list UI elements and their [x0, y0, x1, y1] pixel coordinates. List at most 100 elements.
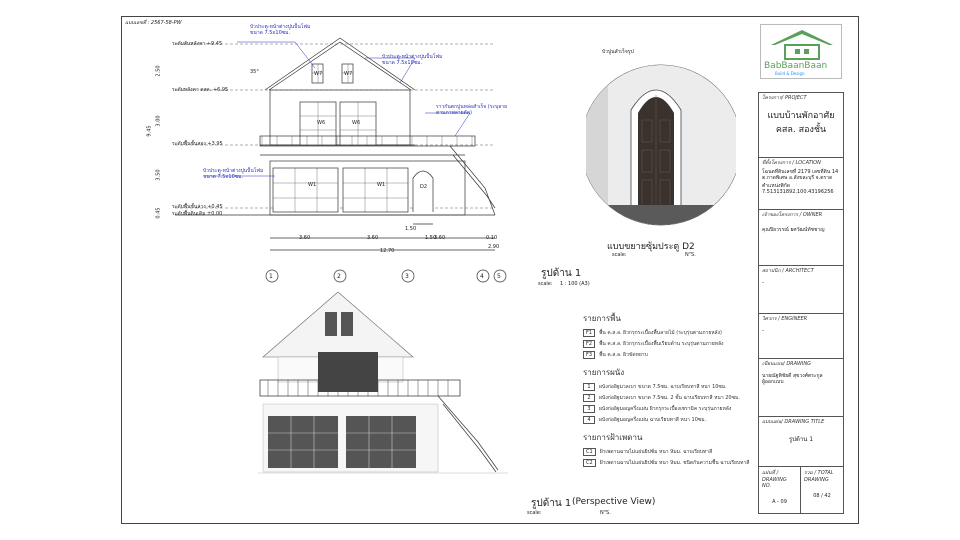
project-section: โครงการ/ PROJECT แบบบ้านพักอาศัย คสล. สอ… — [759, 93, 843, 157]
level-label: ระดับหลังคา ดสล. +6.95 — [172, 87, 229, 93]
level-label: ระดับพื้นชั้นล่าง +0.45 — [172, 204, 223, 210]
owner-value: คุณปิยวรรณ์ ยศวัฒน์ทัชชาญ — [762, 227, 825, 233]
legend-code: F1 — [583, 328, 596, 337]
logo-brand: BabBaanBaan — [764, 61, 828, 71]
project-label: โครงการ/ PROJECT — [762, 95, 807, 101]
legend-code: F2 — [583, 339, 596, 348]
architect-value: - — [762, 279, 765, 286]
legend-text: พื้น ค.ส.ล. ผิวกรุกระเบื้องพื้นลายไม้ (ร… — [599, 329, 723, 336]
ceiling-legend-heading: รายการฝ้าเพดาน — [583, 433, 643, 442]
architect-section: สถาปนิก / ARCHITECT - — [759, 265, 843, 313]
horizontal-dimension: 3.60 — [299, 235, 311, 241]
elevation-title: รูปด้าน 1 — [541, 268, 582, 279]
logo-tagline: Build & Design — [775, 71, 805, 76]
legend-text: พื้น ค.ส.ล. ผิวขัดหยาบ — [599, 351, 648, 358]
horizontal-dimension: 3.60 — [434, 235, 446, 241]
engineer-label: วิศวกร / ENGINEER — [762, 316, 808, 322]
coord-value: 7.513131892,100.43196256 — [762, 189, 834, 195]
horizontal-dimension: 1.50 — [425, 235, 437, 241]
legend-text: ผนังก่ออิฐมวลเบา ขนาด 7.5ซม. ฉาบเรียบทาส… — [599, 383, 727, 390]
owner-label: เจ้าของโครงการ / OWNER — [762, 212, 823, 218]
legend-code: 1 — [583, 382, 595, 391]
legend-code: 3 — [583, 404, 595, 413]
legend-text: ฝ้าเพดานฉาบไม่แผ่นยิปซั่ม หนา 9มม. ฉาบเร… — [599, 448, 713, 455]
window-tag: W7 — [344, 71, 353, 77]
legend-code: 4 — [583, 415, 595, 424]
vertical-dimension: 3.00 — [155, 115, 162, 127]
window-tag: W1 — [308, 182, 317, 188]
level-label: ระดับพื้นชั้นสอง +3.95 — [172, 141, 223, 147]
vertical-dimension: 0.45 — [155, 207, 162, 219]
door-detail-drawing — [586, 64, 736, 226]
perspective-subtitle: (Perspective View) — [572, 497, 656, 507]
window-tag: W1 — [377, 182, 386, 188]
drawing-label: เขียนแบบ/ DRAWING — [762, 361, 812, 367]
grid-label: 4 — [480, 273, 484, 280]
legend-text: ผนังก่ออิฐมอญครึ่งแผ่น ฉาบเรียบทาสี หนา … — [599, 416, 707, 423]
total-width: 12.70 — [380, 248, 395, 254]
sheet-no-value: A - 09 — [772, 499, 787, 505]
floor-legend-heading: รายการพื้น — [583, 314, 621, 323]
horizontal-dimension: 0.10 — [486, 235, 498, 241]
drawing-title-label: แบบแผ่น/ DRAWING TITLE — [762, 419, 825, 425]
engineer-value: - — [762, 327, 765, 334]
legend-code: C1 — [583, 447, 596, 456]
drawing-value: นายณัฐพิชัยดี สุขวงศ์ตระกูล — [762, 373, 823, 379]
legend-text: ผนังก่ออิฐมอญครึ่งแผ่น ผิวกรุกระเบื้องเซ… — [599, 405, 732, 412]
perspective-title: รูปด้าน 1 — [531, 498, 572, 509]
title-section: แบบแผ่น/ DRAWING TITLE รูปด้าน 1 — [759, 416, 843, 466]
drawing-title: รูปด้าน 1 — [788, 436, 814, 443]
drawing-sheet — [121, 16, 859, 524]
coord-label: ตำแหน่งพิกัด — [762, 183, 791, 189]
legend-code: 2 — [583, 393, 595, 402]
legend-text: ผนังก่ออิฐมวลเบา ขนาด 7.5ซม. 2 ชั้น ฉาบเ… — [599, 394, 740, 401]
scale-label: scale: — [538, 281, 553, 287]
grid-label: 3 — [405, 273, 409, 280]
house-logo-icon — [771, 30, 833, 60]
sheet-code: แบบเลขที่ : 2567-58-PW — [125, 20, 182, 26]
scale-label: scale: — [612, 252, 627, 258]
level-label: ระดับสันหลังคา +9.45 — [172, 41, 223, 47]
legend-item: 1 ผนังก่ออิฐมวลเบา ขนาด 7.5ซม. ฉาบเรียบทา… — [583, 381, 758, 392]
legend-item: 3 ผนังก่ออิฐมอญครึ่งแผ่น ผิวกรุกระเบื้องเ… — [583, 403, 758, 414]
company-logo: BabBaanBaan Build & Design — [760, 24, 842, 79]
window-tag: W6 — [352, 120, 361, 126]
owner-section: เจ้าของโครงการ / OWNER คุณปิยวรรณ์ ยศวัฒ… — [759, 209, 843, 239]
sheet-number-section: แผ่นที่ / DRAWING NO. A - 09 รวม / TOTAL… — [759, 466, 843, 514]
horizontal-dimension: 2.90 — [488, 244, 500, 250]
scale-value: N"S. — [685, 252, 696, 258]
callout-note: บัวประตู-หน้าต่างปูนปั้นโฟม ขนาด 7.5x10ซ… — [203, 168, 264, 180]
location-section: ที่ตั้งโครงการ / LOCATION โฉนดที่ดินเลขท… — [759, 157, 843, 209]
legend-code: C2 — [583, 458, 596, 467]
horizontal-dimension: 3.60 — [367, 235, 379, 241]
title-block: โครงการ/ PROJECT แบบบ้านพักอาศัย คสล. สอ… — [758, 92, 844, 514]
scale-value: N"S. — [600, 510, 611, 516]
sheet-no-label: แผ่นที่ / DRAWING NO. — [762, 470, 787, 489]
horizontal-dimension: 1.50 — [405, 226, 417, 232]
callout-note: ราวกันตกปูนหล่อสำเร็จ (ระบุลายตามภาพลายต… — [436, 104, 508, 116]
grid-label: 5 — [497, 273, 501, 280]
drawing-sub: ผู้ออกแบบ — [762, 379, 784, 385]
detail-callout: บัวปูนสำเร็จรูป — [602, 49, 634, 55]
callout-note: บัวประตู-หน้าต่างปูนปั้นโฟม ขนาด 7.5x10ซ… — [250, 24, 311, 36]
location-value: โฉนดที่ดินเลขที่ 2179 เลขที่ดิน 14 ต.กาด… — [762, 169, 839, 181]
architect-label: สถาปนิก / ARCHITECT — [762, 268, 814, 274]
legend-text: ฝ้าเพดานฉาบไม่แผ่นยิปซั่ม หนา 9มม. ชนิดก… — [599, 459, 750, 466]
legend-code: F3 — [583, 350, 596, 359]
perspective-view — [258, 292, 508, 474]
detail-title: แบบขยายซุ้มประตู D2 — [607, 242, 695, 252]
total-drawing-value: 08 / 42 — [813, 493, 831, 499]
level-label: ระดับพื้นดินเดิม ±0.00 — [172, 211, 223, 217]
wall-legend-heading: รายการผนัง — [583, 368, 625, 377]
roof-angle: 35° — [250, 69, 259, 75]
legend-item: 2 ผนังก่ออิฐมวลเบา ขนาด 7.5ซม. 2 ชั้น ฉาบ… — [583, 392, 758, 403]
callout-note: บัวประตู-หน้าต่างปูนปั้นโฟม ขนาด 7.5x10ซ… — [382, 54, 443, 66]
total-height: 9.45 — [146, 125, 153, 137]
door-tag: D2 — [420, 184, 428, 190]
grid-label: 2 — [337, 273, 341, 280]
